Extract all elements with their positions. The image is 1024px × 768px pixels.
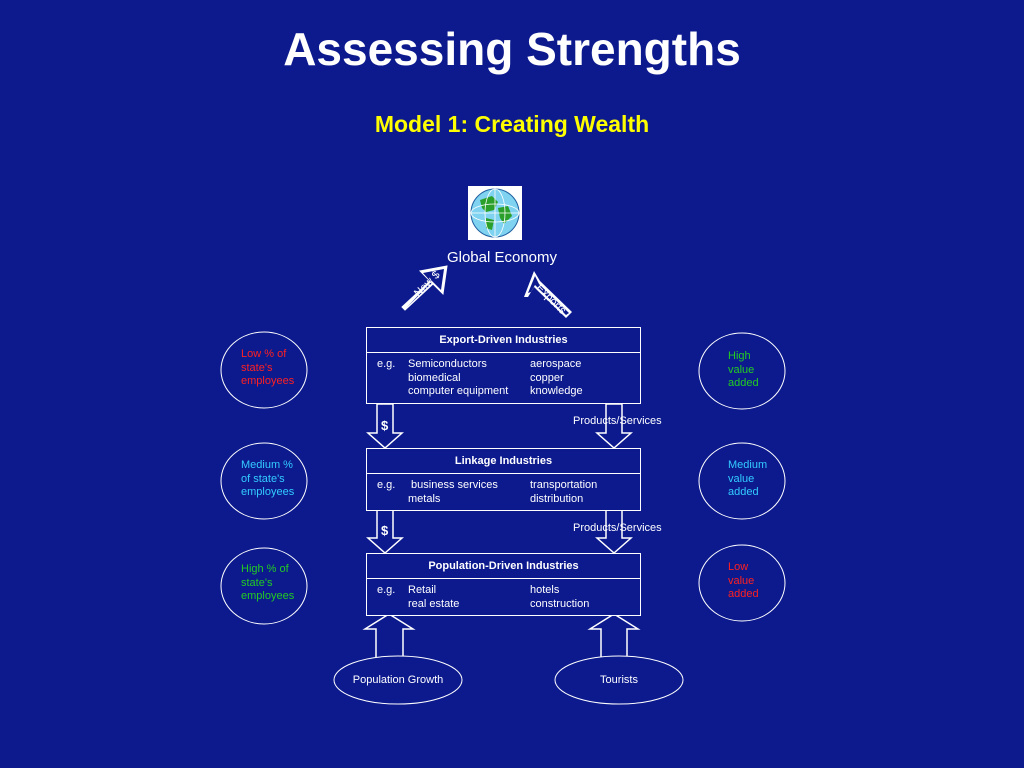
example-item: biomedical <box>408 371 461 384</box>
export-driven-title: Export-Driven Industries <box>367 328 640 353</box>
example-item: copper <box>530 371 564 384</box>
eg-label: e.g. <box>377 584 396 596</box>
right-circle-1 <box>698 332 786 410</box>
left-circle-3-text: High % of state's employees <box>241 563 295 602</box>
tourists-up-arrow <box>587 613 641 661</box>
slide-subtitle: Model 1: Creating Wealth <box>374 111 650 137</box>
eg-label: e.g. <box>377 479 396 491</box>
products-services-label-2: Products/Services <box>573 522 662 534</box>
population-up-arrow <box>362 613 416 661</box>
example-item: metals <box>408 492 441 505</box>
example-item: distribution <box>530 492 584 505</box>
left-circle-3 <box>220 547 308 625</box>
example-item: real estate <box>408 597 460 610</box>
left-circle-1-text: Low % of state's employees <box>241 348 295 387</box>
left-circle-1 <box>220 331 308 409</box>
exports-arrow <box>524 271 572 318</box>
population-driven-title: Population-Driven Industries <box>367 554 640 579</box>
export-driven-box: Export-Driven Industries e.g. Semiconduc… <box>366 327 641 404</box>
tourists-ellipse <box>554 655 684 705</box>
right-circle-1-text: High value added <box>728 350 759 389</box>
example-item: computer equipment <box>408 385 509 397</box>
example-item: aerospace <box>530 358 582 370</box>
linkage-title: Linkage Industries <box>367 449 640 474</box>
new-money-arrow <box>401 265 448 311</box>
right-circle-3-text: Low value added <box>728 561 759 600</box>
slide-title: Assessing Strengths <box>283 23 741 75</box>
eg-label: e.g. <box>377 358 396 370</box>
example-item: Semiconductors <box>408 358 487 370</box>
dollar-label-2: $ <box>381 523 389 538</box>
example-item: construction <box>530 597 590 610</box>
products-arrow-2 <box>595 509 633 555</box>
globe-icon <box>468 186 522 240</box>
products-services-label-1: Products/Services <box>573 415 662 427</box>
left-circle-2-text: Medium % of state's employees <box>241 459 295 498</box>
example-item: business services <box>408 479 498 491</box>
left-circle-2 <box>220 442 308 520</box>
dollar-label-1: $ <box>381 418 389 433</box>
example-item: Retail <box>408 584 437 596</box>
right-circle-3 <box>698 544 786 622</box>
linkage-box: Linkage Industries e.g. business service… <box>366 448 641 511</box>
dollar-arrow-2 <box>366 509 404 555</box>
population-driven-box: Population-Driven Industries e.g. Retail… <box>366 553 641 616</box>
right-circle-2 <box>698 442 786 520</box>
products-arrow-1 <box>595 403 633 450</box>
tourists-label: Tourists <box>600 674 638 686</box>
population-growth-ellipse <box>333 655 463 705</box>
example-item: transportation <box>530 479 598 491</box>
example-item: knowledge <box>530 385 583 397</box>
right-circle-2-text: Medium value added <box>728 459 768 498</box>
example-item: hotels <box>530 584 560 596</box>
population-growth-label: Population Growth <box>352 674 444 686</box>
dollar-arrow-1 <box>366 403 404 450</box>
global-economy-label: Global Economy <box>446 249 558 266</box>
